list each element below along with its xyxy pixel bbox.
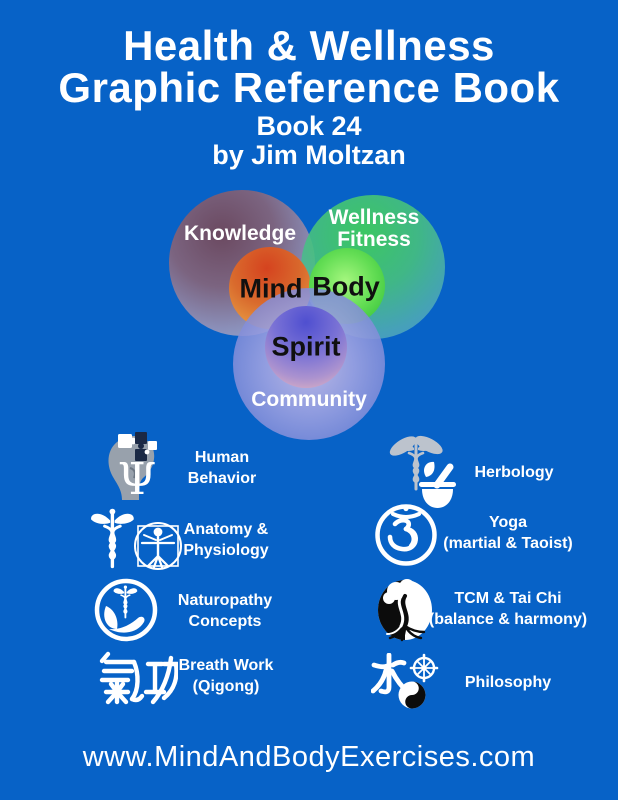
topic-label: Anatomy & Physiology <box>183 521 269 559</box>
wellness-label: Wellness Fitness <box>328 206 420 251</box>
yin-yang <box>398 681 426 709</box>
dharma-wheel <box>409 653 439 683</box>
svg-text:Ψ: Ψ <box>118 454 157 500</box>
topic-label: Herbology <box>474 464 554 481</box>
om-symbol-icon <box>375 504 437 566</box>
byline: by Jim Moltzan <box>212 140 406 170</box>
topic-label: Human Behavior <box>187 449 257 487</box>
topic-label: Philosophy <box>464 674 552 691</box>
mind-label: Mind <box>239 273 303 304</box>
spirit-circle <box>265 306 347 388</box>
community-label: Community <box>251 388 367 411</box>
body-label: Body <box>312 271 380 302</box>
caduceus-vitruvian-icon <box>90 507 182 570</box>
website-url: www.MindAndBodyExercises.com <box>82 741 536 773</box>
herbology-icon <box>389 435 456 508</box>
book-number: Book 24 <box>256 111 362 141</box>
title-line-1: Health & Wellness <box>123 22 495 69</box>
topic-label: Breath Work (Qigong) <box>178 657 274 695</box>
knowledge-label: Knowledge <box>183 222 297 245</box>
spirit-label: Spirit <box>271 331 341 362</box>
water-dharma-yin-yang-icon <box>371 653 439 709</box>
tree-yin-yang-icon <box>378 579 432 642</box>
topic-label: Naturopathy Concepts <box>177 592 273 630</box>
naturopathy-icon <box>94 578 158 642</box>
qigong-calligraphy-icon <box>99 651 178 705</box>
head-puzzle-psi-icon: Ψ <box>108 432 157 500</box>
topic-label: Yoga (martial & Taoist) <box>443 514 573 552</box>
topic-label: TCM & Tai Chi (balance & harmony) <box>428 590 588 628</box>
title-line-2: Graphic Reference Book <box>58 64 560 111</box>
